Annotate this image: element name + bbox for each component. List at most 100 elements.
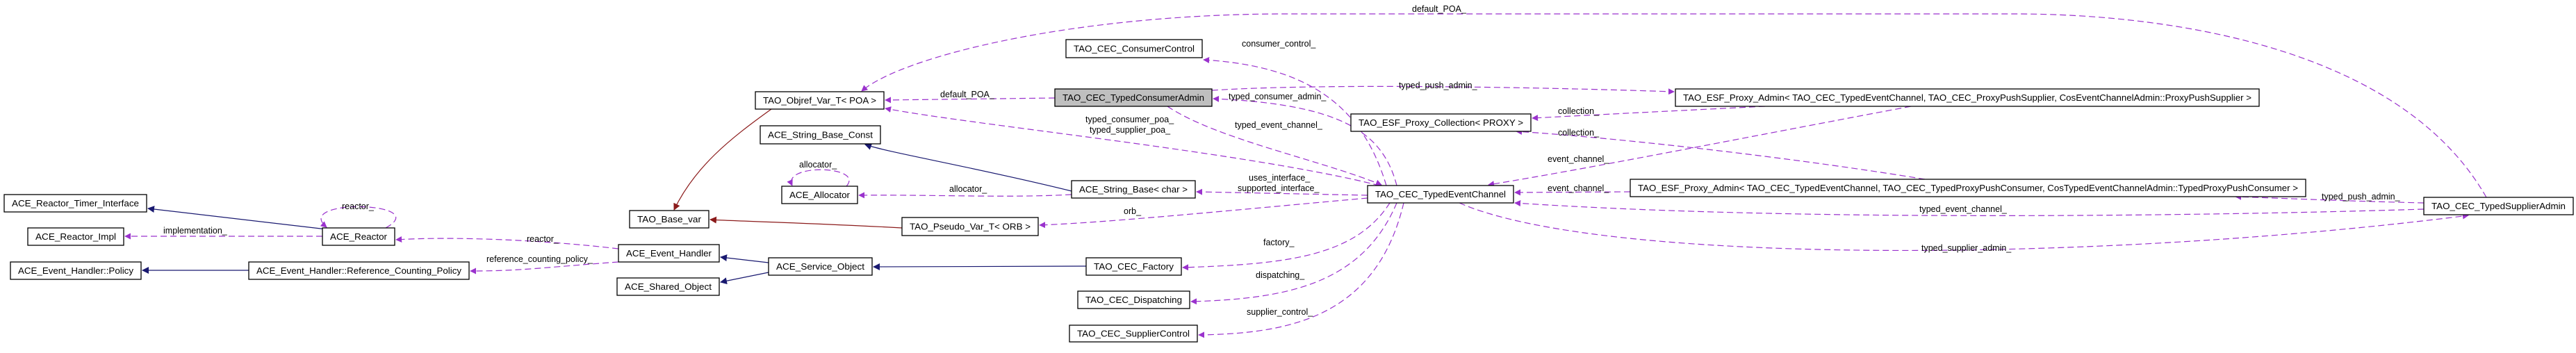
- class-name: TAO_CEC_TypedSupplierAdmin: [2431, 201, 2566, 211]
- edge-label: supplier_control_: [1247, 307, 1313, 317]
- class-node-supplier-control[interactable]: TAO_CEC_SupplierControl: [1069, 325, 1198, 343]
- class-node-string-base-const[interactable]: ACE_String_Base_Const: [760, 125, 881, 145]
- class-name: TAO_CEC_SupplierControl: [1077, 329, 1190, 339]
- class-box: [3, 194, 147, 213]
- class-box: [760, 125, 881, 145]
- edge-typed-consumer-admin-to-objref-poa: [885, 97, 1056, 104]
- edge-service-object-to-event-handler: [720, 254, 769, 263]
- edge-label: reference_counting_policy_: [486, 254, 593, 264]
- class-node-string-base-char[interactable]: ACE_String_Base< char >: [1071, 180, 1196, 199]
- class-box: [1367, 185, 1514, 204]
- class-node-service-object[interactable]: ACE_Service_Object: [768, 257, 873, 276]
- class-node-typed-event-channel[interactable]: TAO_CEC_TypedEventChannel: [1367, 185, 1514, 204]
- edge-layer: [124, 13, 2487, 338]
- class-box: [1350, 113, 1532, 132]
- class-name: TAO_CEC_Factory: [1094, 261, 1174, 272]
- class-name: ACE_Reactor_Impl: [35, 231, 116, 242]
- edge-event-handler-to-reactor: [395, 236, 619, 249]
- class-box: [768, 257, 873, 276]
- class-name: TAO_ESF_Proxy_Collection< PROXY >: [1359, 117, 1523, 128]
- edge-typed-consumer-admin-to-typed-event-channel: [1167, 106, 1382, 186]
- edge-typed-consumer-admin-to-proxy-admin-supplier: [1211, 85, 1675, 95]
- edge-typed-event-channel-to-typed-supplier-admin: [1459, 202, 2469, 252]
- class-node-shared-object[interactable]: ACE_Shared_Object: [616, 277, 720, 296]
- edge-label: typed_event_channel_: [1919, 204, 2008, 214]
- edge-typed-supplier-admin-to-objref-poa: [861, 13, 2487, 198]
- class-node-typed-supplier-admin[interactable]: TAO_CEC_TypedSupplierAdmin: [2423, 197, 2574, 215]
- edge-label: allocator_: [949, 184, 987, 194]
- class-node-allocator[interactable]: ACE_Allocator: [781, 186, 858, 204]
- edge-label: uses_interface_: [1249, 173, 1311, 183]
- class-node-pseudo-var-orb[interactable]: TAO_Pseudo_Var_T< ORB >: [901, 217, 1039, 236]
- class-box: [10, 261, 142, 280]
- class-node-reactor[interactable]: ACE_Reactor: [322, 227, 395, 246]
- class-box: [2423, 197, 2574, 215]
- class-node-dispatching[interactable]: TAO_CEC_Dispatching: [1077, 290, 1190, 309]
- class-name: ACE_Event_Handler::Reference_Counting_Po…: [256, 265, 462, 276]
- class-name: ACE_Event_Handler::Policy: [18, 265, 134, 276]
- edge-label: typed_supplier_poa_: [1090, 125, 1171, 135]
- edge-typed-event-channel-to-objref-poa: [885, 106, 1380, 186]
- edge-typed-event-channel-to-consumer-control: [1203, 57, 1387, 186]
- class-box: [1675, 88, 2260, 107]
- class-node-base-var[interactable]: TAO_Base_var: [629, 210, 709, 229]
- edge-objref-poa-to-base-var: [673, 108, 772, 211]
- edge-label: typed_push_admin_: [2322, 192, 2401, 202]
- class-node-reactor-timer-interface[interactable]: ACE_Reactor_Timer_Interface: [3, 194, 147, 213]
- edge-label: dispatching_: [1256, 270, 1305, 280]
- class-box: [322, 227, 395, 246]
- class-box: [616, 277, 720, 296]
- class-name: ACE_Event_Handler: [626, 248, 712, 258]
- edge-label: event_channel_: [1548, 154, 1609, 164]
- edge-typed-event-channel-to-factory: [1182, 202, 1390, 271]
- edge-proxy-admin-supplier-to-typed-event-channel: [1488, 106, 1912, 188]
- edge-label: typed_consumer_admin_: [1229, 92, 1327, 101]
- edge-reactor-to-reactor: [320, 206, 397, 229]
- edge-reactor-to-reactor-timer-interface: [147, 206, 327, 230]
- class-box: [27, 227, 124, 246]
- class-box: [1065, 39, 1203, 58]
- class-node-consumer-control[interactable]: TAO_CEC_ConsumerControl: [1065, 39, 1203, 58]
- class-node-event-handler[interactable]: ACE_Event_Handler: [618, 244, 720, 263]
- class-box: [1054, 88, 1213, 107]
- edge-label: default_POA_: [1412, 4, 1467, 14]
- edge-label: typed_push_admin_: [1399, 81, 1478, 90]
- edge-label: supported_interface_: [1238, 183, 1320, 193]
- class-box: [1071, 180, 1196, 199]
- edge-label: collection_: [1558, 128, 1600, 138]
- edge-label: typed_supplier_admin_: [1921, 243, 2012, 253]
- class-node-proxy-admin-supplier[interactable]: TAO_ESF_Proxy_Admin< TAO_CEC_TypedEventC…: [1675, 88, 2260, 107]
- class-node-proxy-collection[interactable]: TAO_ESF_Proxy_Collection< PROXY >: [1350, 113, 1532, 132]
- class-name: TAO_CEC_TypedConsumerAdmin: [1063, 92, 1204, 103]
- class-node-objref-poa[interactable]: TAO_Objref_Var_T< POA >: [755, 91, 885, 110]
- edge-typed-event-channel-to-pseudo-var-orb: [1039, 197, 1368, 229]
- class-box: [1085, 257, 1182, 276]
- edge-service-object-to-shared-object: [720, 272, 769, 285]
- class-box: [618, 244, 720, 263]
- class-node-factory[interactable]: TAO_CEC_Factory: [1085, 257, 1182, 276]
- edge-typed-supplier-admin-to-proxy-admin-consumer: [2235, 193, 2425, 204]
- class-node-reactor-impl[interactable]: ACE_Reactor_Impl: [27, 227, 124, 246]
- edge-pseudo-var-orb-to-base-var: [709, 216, 903, 229]
- class-box: [1630, 179, 2306, 197]
- edge-label: typed_consumer_poa_: [1085, 115, 1174, 124]
- edge-typed-event-channel-to-typed-consumer-admin: [1213, 95, 1397, 186]
- edge-label: allocator_: [799, 160, 837, 170]
- class-name: ACE_Reactor: [330, 231, 388, 242]
- edge-label: implementation_: [163, 226, 228, 236]
- class-box: [629, 210, 709, 229]
- edge-label: default_POA_: [940, 90, 995, 99]
- edge-typed-event-channel-to-supplier-control: [1198, 202, 1404, 338]
- edge-factory-to-service-object: [873, 263, 1087, 270]
- class-name: ACE_String_Base< char >: [1079, 184, 1188, 195]
- class-name: TAO_Objref_Var_T< POA >: [763, 95, 876, 106]
- class-node-typed-consumer-admin[interactable]: TAO_CEC_TypedConsumerAdmin: [1054, 88, 1213, 107]
- edge-label: collection_: [1558, 106, 1600, 116]
- edge-label: reactor_: [527, 234, 559, 244]
- class-name: TAO_ESF_Proxy_Admin< TAO_CEC_TypedEventC…: [1683, 92, 2251, 103]
- class-name: ACE_String_Base_Const: [768, 130, 873, 140]
- class-node-proxy-admin-consumer[interactable]: TAO_ESF_Proxy_Admin< TAO_CEC_TypedEventC…: [1630, 179, 2306, 197]
- class-node-event-handler-policy[interactable]: ACE_Event_Handler::Policy: [10, 261, 142, 280]
- class-node-reference-counting-policy[interactable]: ACE_Event_Handler::Reference_Counting_Po…: [248, 261, 470, 280]
- edge-label: typed_event_channel_: [1235, 120, 1323, 130]
